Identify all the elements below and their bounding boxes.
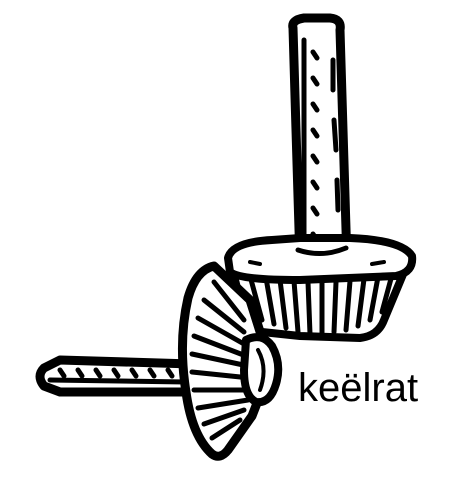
gear-caption: keëlrat xyxy=(298,366,419,410)
upper-gear-teeth xyxy=(228,264,408,342)
horizontal-shaft xyxy=(35,355,197,397)
lower-gear-teeth xyxy=(177,261,271,461)
vertical-shaft xyxy=(288,13,352,267)
lower-gear-hub xyxy=(240,333,283,407)
upper-gear-hub xyxy=(224,234,417,284)
